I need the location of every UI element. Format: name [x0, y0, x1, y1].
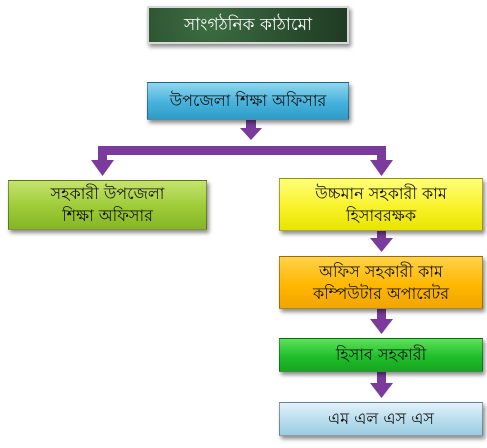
connector-horizontal-bar [98, 146, 386, 155]
arrow-down-icon [91, 160, 114, 176]
connector-stem-top [246, 120, 256, 132]
arrow-down-icon [370, 160, 393, 176]
connector-stem [377, 372, 386, 385]
node-office-assistant-computer-operator: অফিস সহকারী কাম কম্পিউটার অপারেটর [279, 256, 483, 309]
connector-right-drop [377, 146, 386, 164]
connector-stem [377, 309, 386, 321]
node-mlss: এম এল এস এস [279, 402, 483, 436]
arrow-down-icon [240, 128, 262, 140]
node-label: এম এল এস এস [328, 409, 434, 428]
arrow-down-icon [370, 383, 393, 398]
node-label: উচ্চমান সহকারী কাম হিসাবরক্ষক [315, 183, 447, 225]
node-label: সহকারী উপজেলা শিক্ষা অফিসার [50, 184, 165, 225]
connector-stem [377, 231, 386, 240]
node-label: হিসাব সহকারী [335, 345, 427, 364]
arrow-down-icon [370, 238, 393, 252]
node-upper-division-assistant-accountant: উচ্চমান সহকারী কাম হিসাবরক্ষক [279, 178, 483, 231]
node-assistant-upazila-education-officer: সহকারী উপজেলা শিক্ষা অফিসার [8, 180, 207, 230]
diagram-title: সাংগঠনিক কাঠামো [147, 6, 349, 44]
node-label: উপজেলা শিক্ষা অফিসার [169, 91, 327, 110]
arrow-down-icon [370, 319, 393, 334]
node-upazila-education-officer: উপজেলা শিক্ষা অফিসার [147, 82, 349, 120]
diagram-title-text: সাংগঠনিক কাঠামো [183, 15, 313, 35]
connector-left-drop [98, 146, 107, 164]
node-accounts-assistant: হিসাব সহকারী [279, 338, 483, 372]
node-label: অফিস সহকারী কাম কম্পিউটার অপারেটর [312, 261, 450, 303]
